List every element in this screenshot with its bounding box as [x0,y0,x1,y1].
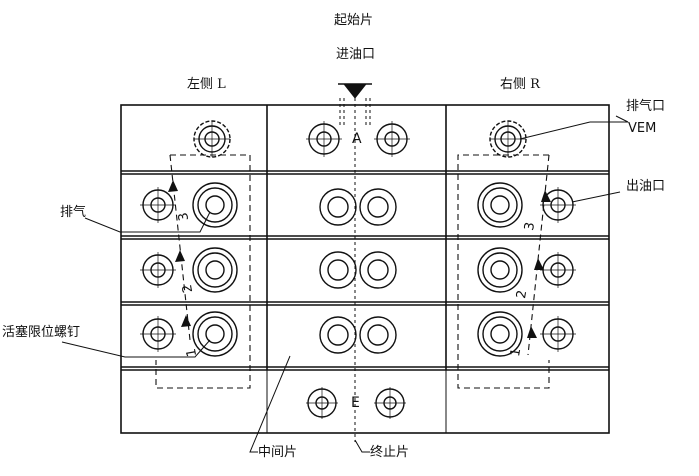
piston-screw-label: 活塞限位螺钉 [2,325,81,340]
flow-arrow-icon [175,250,185,262]
leader-vent-port [590,115,629,123]
port-c-icon [359,251,397,289]
port-r-large-icon [477,247,523,293]
middle-piece-label: 中间片 [258,445,298,460]
port-c-icon [359,188,397,226]
port-l-large-icon [192,311,238,357]
right-flow-path [527,154,550,356]
inlet-label: 进油口 [336,47,376,62]
right-circuit-dashed [457,154,550,389]
a-label: A [352,131,362,147]
flow-arrow-icon [168,180,178,192]
port-c-icon [319,316,357,354]
port-c-icon [359,316,397,354]
left-circuit-dashed [155,154,251,389]
leader-end-piece [354,439,370,453]
leader-middle-piece [249,355,291,453]
flow-arrow-icon [181,315,191,327]
end-piece-label: 终止片 [370,445,410,460]
vent-label: 排气 [60,205,87,220]
vent-port-label: 排气口 [626,99,666,114]
port-r-large-icon [477,311,523,357]
flow-arrow-icon [534,258,544,270]
flow-arrow-icon [527,326,537,338]
port-l-large-icon [192,247,238,293]
port-c-icon [319,251,357,289]
e-label: E [351,395,360,411]
outlet-label: 出油口 [626,179,666,194]
left-side-label: 左侧 L [187,77,226,92]
vem-label: VEM [628,121,657,136]
port-r-large-icon [477,182,523,228]
port-l-large-icon [192,182,238,228]
port-c-icon [319,188,357,226]
leader-vent [84,211,211,233]
valve-body-outline [120,104,610,434]
start-piece-label: 起始片 [334,13,374,28]
right-side-label: 右侧 R [500,77,540,92]
leader-outlet [571,191,621,203]
center-channel [339,98,371,442]
inlet-arrow-icon [342,83,368,99]
leader-piston-screw [61,339,211,358]
